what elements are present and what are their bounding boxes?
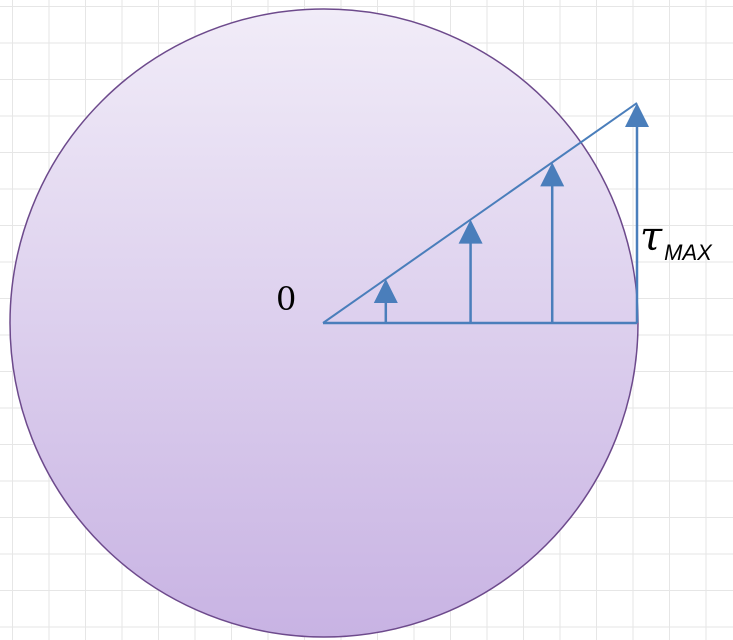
- stress-arrow-head: [540, 162, 565, 187]
- stress-arrows: [373, 103, 649, 323]
- tau-symbol: τ: [640, 214, 663, 260]
- origin-label: 0: [276, 280, 296, 318]
- tau-subscript: MAX: [664, 240, 713, 265]
- tau-max-label: τMAX: [640, 214, 713, 265]
- stress-arrow-head: [373, 279, 398, 303]
- stress-envelope-line: [322, 102, 638, 324]
- stress-arrow-head: [625, 103, 649, 127]
- stress-arrow-head: [458, 219, 483, 244]
